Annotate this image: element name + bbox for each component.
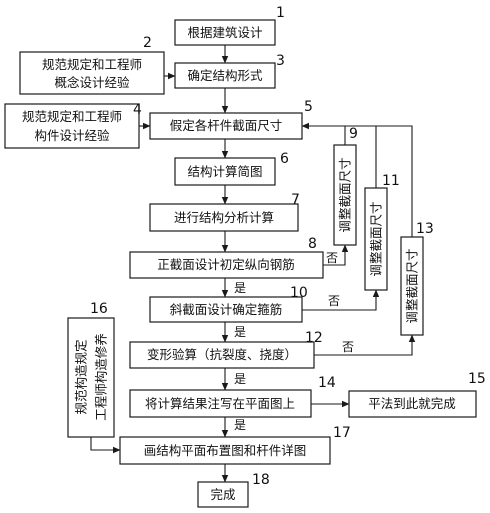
step-number: 8 (308, 236, 317, 252)
node-label: 调整截面尺寸 (405, 248, 420, 323)
node-label-line-1: 规范规定和工程师 (42, 57, 142, 72)
step-number: 18 (252, 472, 270, 488)
edge-label-no: 否 (342, 340, 354, 354)
step-number: 17 (333, 425, 351, 441)
edge-label-yes: 是 (234, 281, 246, 295)
node-label: 平法到此就完成 (368, 396, 456, 411)
step-number: 11 (382, 173, 400, 189)
node-5-assume-section-size: 假定各杆件截面尺寸 (149, 112, 303, 140)
node-13-adjust-section-size: 调整截面尺寸 (400, 236, 424, 336)
step-number: 7 (291, 192, 300, 208)
node-15-pingfa-complete: 平法到此就完成 (348, 390, 477, 418)
node-11-adjust-section-size: 调整截面尺寸 (364, 187, 388, 291)
step-number: 10 (290, 285, 308, 301)
node-7-structural-analysis: 进行结构分析计算 (149, 203, 299, 232)
node-label: 完成 (210, 487, 235, 502)
node-16-construction-rules: 规范构造规定 工程师构造修养 (67, 317, 115, 438)
edge-label-no: 否 (328, 294, 340, 308)
node-label: 正截面设计初定纵向钢筋 (157, 257, 295, 272)
step-number: 15 (468, 371, 486, 387)
edge-8-9 (323, 244, 349, 266)
node-label: 将计算结果注写在平面图上 (145, 396, 295, 411)
node-17-draw-layout: 画结构平面布置图和杆件详图 (119, 436, 331, 465)
node-label-line-1: 规范规定和工程师 (22, 109, 122, 124)
step-number: 1 (276, 5, 285, 21)
node-label: 调整截面尺寸 (338, 157, 353, 232)
node-18-finish: 完成 (197, 481, 249, 508)
node-label: 假定各杆件截面尺寸 (170, 118, 283, 133)
node-3-determine-structure: 确定结构形式 (174, 62, 276, 89)
node-6-calculation-diagram: 结构计算简图 (174, 157, 276, 186)
node-label-line-2: 构件设计经验 (34, 128, 110, 143)
node-12-deformation-check: 变形验算（抗裂度、挠度） (129, 341, 315, 369)
edge-label-yes: 是 (234, 325, 246, 339)
edges (90, 45, 416, 483)
node-4-component-experience: 规范规定和工程师 构件设计经验 (4, 103, 140, 149)
edge-label-yes: 是 (234, 418, 246, 432)
node-label: 变形验算（抗裂度、挠度） (147, 347, 297, 362)
node-label: 根据建筑设计 (187, 25, 262, 40)
node-9-adjust-section-size: 调整截面尺寸 (333, 144, 357, 246)
edge-12-13 (314, 334, 416, 356)
node-label: 斜截面设计确定箍筋 (170, 302, 283, 317)
step-number: 14 (318, 375, 336, 391)
node-label: 画结构平面布置图和杆件详图 (144, 443, 307, 458)
edge-label-no: 否 (326, 251, 338, 265)
node-label: 确定结构形式 (187, 68, 263, 83)
step-number: 3 (276, 53, 285, 69)
step-number: 9 (349, 126, 358, 142)
edge-16-17 (90, 437, 121, 454)
edge-13-5 (376, 125, 413, 237)
step-number: 5 (304, 99, 313, 115)
edge-9-5 (301, 122, 346, 145)
edge-10-11 (302, 289, 380, 311)
node-label-line-2: 工程师构造修养 (94, 333, 109, 421)
step-number: 2 (143, 35, 152, 51)
step-number: 4 (133, 102, 142, 118)
node-label: 结构计算简图 (187, 164, 262, 179)
node-8-normal-section-design: 正截面设计初定纵向钢筋 (129, 251, 324, 279)
edge-label-yes: 是 (234, 372, 246, 386)
node-label-line-1: 规范构造规定 (74, 339, 89, 414)
step-number: 12 (305, 330, 323, 346)
node-label-line-2: 概念设计经验 (54, 75, 130, 90)
node-label: 进行结构分析计算 (174, 210, 274, 225)
step-number: 16 (90, 301, 108, 317)
node-1-architectural-design: 根据建筑设计 (174, 19, 276, 46)
node-14-annotate-plan: 将计算结果注写在平面图上 (129, 389, 312, 418)
step-number: 13 (416, 221, 434, 237)
node-10-oblique-section-design: 斜截面设计确定箍筋 (149, 296, 303, 323)
edge-labels: 是 否 是 否 是 否 是 (234, 251, 354, 432)
step-number: 6 (280, 151, 289, 167)
node-label: 调整截面尺寸 (369, 201, 384, 276)
node-2-concept-experience: 规范规定和工程师 概念设计经验 (19, 51, 165, 95)
